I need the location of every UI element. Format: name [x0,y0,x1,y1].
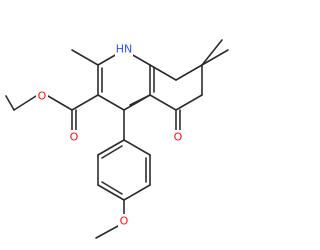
bond [95,225,119,239]
ester-ether-oxygen-label: O [38,90,47,103]
bond [149,94,177,111]
bond [175,94,203,111]
bond [123,184,151,201]
label-nh: HN [115,42,133,56]
ester-carbonyl-oxygen-label: O [70,131,79,144]
ketone-bond [175,109,181,131]
bond [123,94,151,111]
methoxy-oxygen-label: O [120,215,129,228]
bond [71,49,99,66]
bond [13,95,37,111]
bond [201,49,229,66]
ester-group [5,94,99,131]
ketone-oxygen-label: O [174,131,183,144]
label-methoxy-oxygen: O [118,214,130,228]
bond [101,145,123,159]
bond [97,139,125,156]
label-ester-carbonyl-oxygen: O [68,130,80,144]
label-ketone-oxygen: O [172,130,184,144]
gem-dimethyl [201,39,229,66]
bond [47,95,73,111]
methoxy-group [95,199,125,239]
bond [97,94,125,111]
label-ester-ether-oxygen: O [36,89,48,103]
bond [71,94,99,111]
bond [97,184,125,201]
nh-label: HN [116,43,133,56]
bond [123,139,151,156]
bond [101,181,123,195]
ring-methoxyphenyl [97,109,151,201]
ring-dihydropyridine [97,49,151,111]
ring-cyclohexenone [149,64,203,111]
bond [175,64,203,81]
structure-diagram: HN O O O O [5,39,229,239]
bond [201,39,223,66]
bond [5,95,15,111]
